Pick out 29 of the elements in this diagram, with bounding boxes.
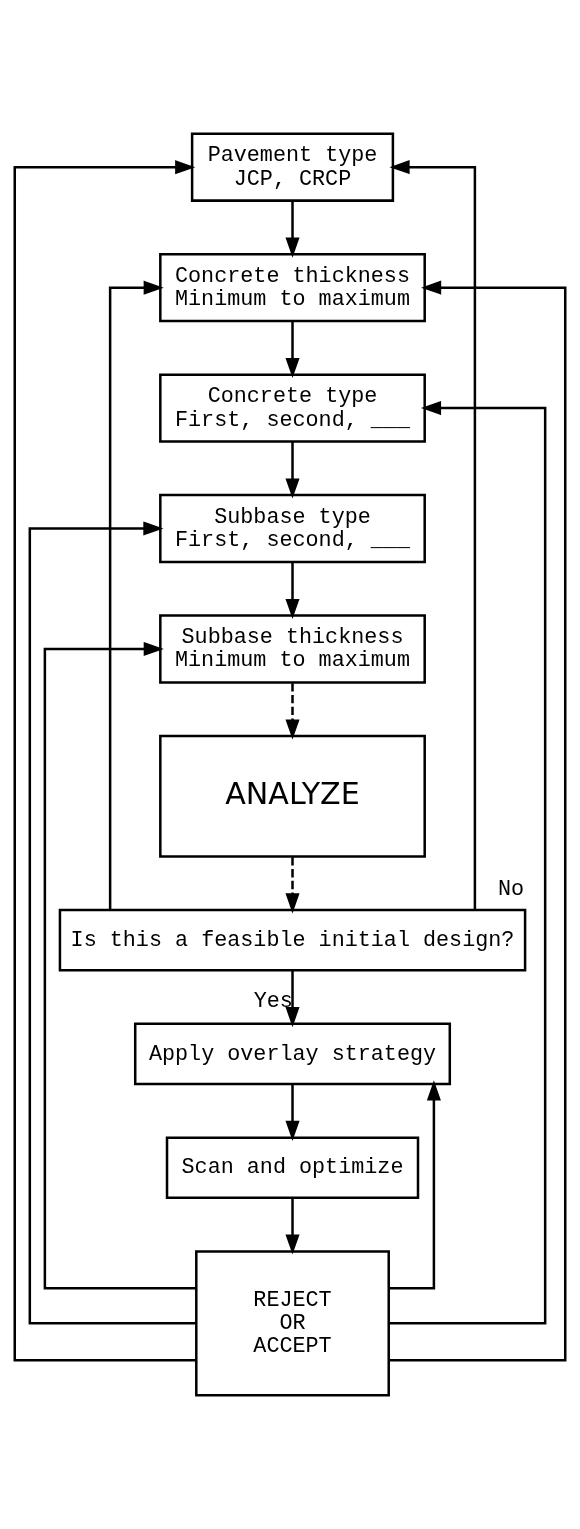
arrow (285, 970, 300, 1028)
arrow (285, 562, 300, 620)
node-box: Scan and optimize (165, 1136, 420, 1200)
arrow (285, 321, 300, 379)
arrow (389, 1080, 441, 1290)
arrow (388, 401, 547, 1325)
arrow (285, 857, 300, 914)
node-box: Pavement type JCP, CRCP (190, 132, 395, 202)
arrow (389, 160, 477, 910)
arrow (285, 1198, 300, 1255)
node-box: REJECT OR ACCEPT (195, 1250, 390, 1397)
node-box: ANALYZE (159, 734, 426, 858)
node-box: Subbase type First, second, ___ (159, 493, 426, 564)
node-box: Concrete type First, second, ___ (159, 373, 426, 443)
arrow (285, 1084, 300, 1141)
arrow (108, 280, 164, 910)
arrow (285, 441, 300, 499)
node-box: Subbase thickness Minimum to maximum (159, 614, 426, 684)
arrow (43, 642, 197, 1290)
node-box: Apply overlay strategy (133, 1022, 452, 1086)
node-box: Concrete thickness Minimum to maximum (159, 252, 426, 323)
arrow (28, 521, 197, 1325)
arrow (285, 200, 300, 258)
arrow (389, 280, 567, 1362)
arrow (13, 160, 197, 1362)
edge-label: No (498, 876, 525, 902)
node-box: Is this a feasible initial design? (58, 908, 527, 972)
arrow (285, 683, 300, 740)
edge-label: Yes (253, 988, 293, 1014)
